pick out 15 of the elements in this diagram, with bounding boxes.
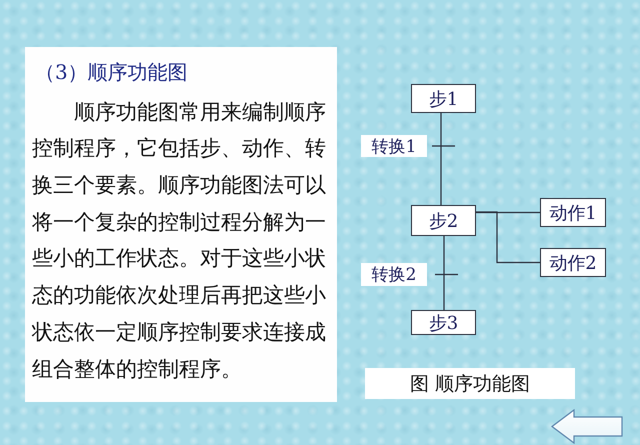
edge-label: 转换2 <box>361 263 427 286</box>
action-box: 动作1 <box>540 198 606 227</box>
action-box: 动作2 <box>540 248 606 277</box>
section-heading: （3）顺序功能图 <box>35 59 188 85</box>
text-panel <box>25 47 337 402</box>
connector-line <box>476 211 540 264</box>
connector-line <box>443 236 445 310</box>
step-box: 步3 <box>411 310 476 335</box>
connector-line <box>440 113 442 205</box>
body-paragraph: 顺序功能图常用来编制顺序控制程序，它包括步、动作、转换三个要素。顺序功能图法可以将一个复杂的控制过程分解为一些小的工作状态。对于这些小状态的功能依次处理后再把这些小状态依一定顺序控制要求连接成组合整体的控制程序。 <box>32 98 327 383</box>
edge-label: 转换1 <box>361 135 427 157</box>
figure-caption: 图 顺序功能图 <box>365 368 575 399</box>
connector-line <box>476 212 540 214</box>
step-box: 步1 <box>411 84 476 113</box>
step-box: 步2 <box>411 205 476 236</box>
